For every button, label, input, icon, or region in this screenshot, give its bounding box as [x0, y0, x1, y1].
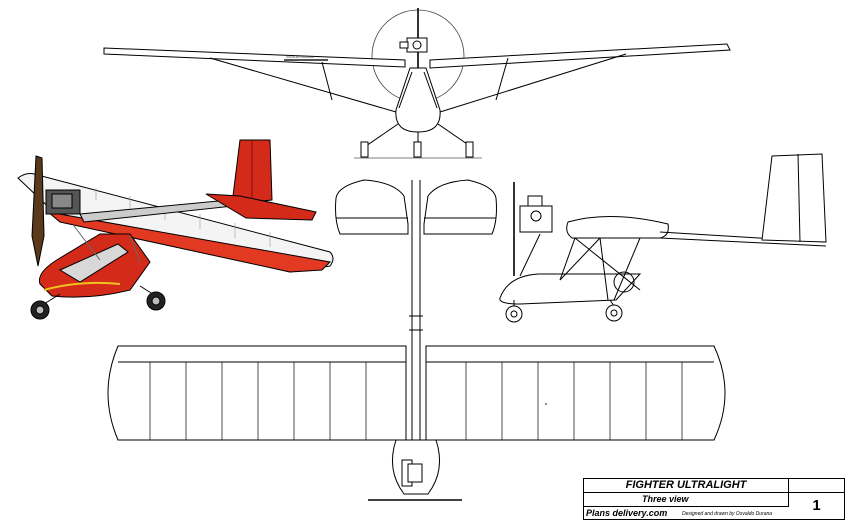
drawing-title: FIGHTER ULTRALIGHT [584, 479, 789, 493]
top-stab-right [423, 179, 497, 235]
side-view [499, 153, 827, 323]
top-view [107, 179, 726, 501]
side-wheel-front [505, 305, 523, 323]
sheet-number: 1 [812, 497, 821, 514]
title-block-corner [789, 479, 844, 493]
credit-label: Designed and drawn by Osvaldo Durana [682, 511, 773, 517]
drawing-subtitle: Three view [584, 493, 789, 507]
persp-wing [17, 173, 334, 273]
top-wing-right [425, 345, 726, 441]
top-wing-left [107, 345, 407, 441]
side-wheel-main [605, 304, 623, 322]
front-view [103, 8, 731, 159]
front-wing-right [429, 43, 731, 69]
perspective-view [17, 139, 334, 320]
front-wing-marking: OSVALDO DURANA [286, 55, 314, 59]
front-wing-left [103, 47, 406, 68]
front-fuselage [395, 67, 441, 133]
persp-stab [205, 193, 317, 221]
persp-propeller [31, 155, 45, 267]
side-fin [761, 153, 827, 243]
side-fuselage [499, 273, 642, 305]
website-label: Plans delivery.com [586, 508, 668, 518]
side-wing [566, 215, 669, 239]
top-stab-left [335, 179, 409, 235]
title-block: FIGHTER ULTRALIGHT Three view Plans deli… [583, 478, 845, 520]
persp-wing-stripe [46, 211, 332, 273]
